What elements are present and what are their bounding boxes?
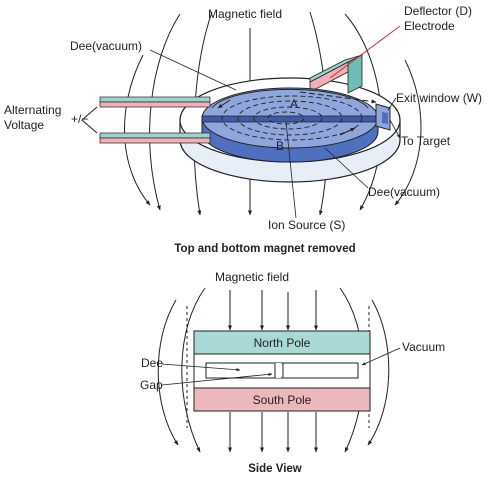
electrode-label: Electrode [404,19,455,33]
vacuum-label: Vacuum [402,340,445,354]
north-pole-label: North Pole [254,336,311,350]
dee-label: Dee [141,356,163,370]
top-caption: Top and bottom magnet removed [174,243,355,255]
top-magnetic-field-label: Magnetic field [208,7,282,21]
south-pole-label: South Pole [253,393,312,407]
side-magnetic-field-label: Magnetic field [215,270,289,284]
deflector-electrode [309,54,363,94]
dee-vacuum-label: Dee(vacuum) [70,39,142,53]
to-target-label: To Target [401,134,451,148]
exit-window [375,103,391,131]
south-pole [193,387,371,412]
gap-label: Gap [140,378,163,392]
top-diagram: Magnetic field Dee(vacuum) Deflector (D)… [4,4,482,255]
dee-box [205,362,359,379]
voltage-wires [81,96,211,144]
plus-minus-label: +/− [71,112,88,126]
point-b-label: B [276,139,284,153]
ion-source-label: Ion Source (S) [268,218,345,232]
alternating-label: Alternating [4,103,61,117]
point-a-label: A [290,97,298,111]
side-diagram: Magnetic field North Pole [140,270,445,475]
voltage-label: Voltage [4,118,44,132]
dees [201,87,379,163]
exit-window-label: Exit window (W) [396,91,482,105]
deflector-label: Deflector (D) [404,4,472,18]
dee-vacuum-lower-label: Dee(vacuum) [368,185,440,199]
side-caption: Side View [248,463,302,475]
side-field-lines [157,287,390,453]
